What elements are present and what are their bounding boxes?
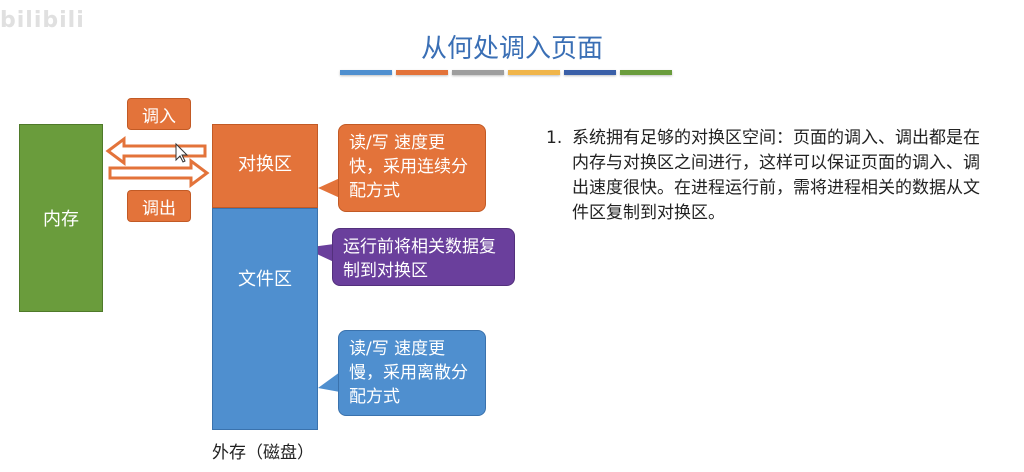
description-item: 1. 系统拥有足够的对换区空间：页面的调入、调出都是在内存与对换区之间进行，这样… bbox=[546, 126, 996, 226]
title-bar-segment bbox=[564, 70, 616, 75]
callout-fast-pointer bbox=[318, 178, 340, 198]
title-underline-bar bbox=[340, 70, 672, 75]
page-out-label: 调出 bbox=[127, 190, 191, 222]
swap-area-label: 对换区 bbox=[238, 154, 292, 175]
page-in-text: 调入 bbox=[142, 106, 176, 127]
title-bar-segment bbox=[508, 70, 560, 75]
page-out-text: 调出 bbox=[142, 198, 176, 219]
mouse-cursor-icon bbox=[175, 142, 189, 163]
title-bar-segment bbox=[620, 70, 672, 75]
page-in-arrow bbox=[105, 136, 207, 166]
title-bar-segment bbox=[452, 70, 504, 75]
description-text: 系统拥有足够的对换区空间：页面的调入、调出都是在内存与对换区之间进行，这样可以保… bbox=[572, 128, 980, 223]
callout-fast: 读/写 速度更快，采用连续分配方式 bbox=[338, 124, 486, 212]
file-area-block: 文件区 bbox=[212, 208, 318, 430]
memory-block: 内存 bbox=[19, 124, 103, 312]
title-bar-segment bbox=[340, 70, 392, 75]
callout-copy: 运行前将相关数据复制到对换区 bbox=[332, 228, 515, 286]
title-bar-segment bbox=[396, 70, 448, 75]
page-in-label: 调入 bbox=[127, 98, 191, 130]
disk-caption: 外存（磁盘） bbox=[212, 443, 314, 463]
swap-area-block: 对换区 bbox=[212, 124, 318, 208]
page-title: 从何处调入页面 bbox=[420, 34, 603, 64]
page-out-arrow bbox=[108, 158, 210, 188]
file-area-label: 文件区 bbox=[238, 269, 292, 290]
description-number: 1. bbox=[546, 128, 563, 148]
memory-label: 内存 bbox=[43, 209, 79, 230]
callout-slow: 读/写 速度更慢，采用离散分配方式 bbox=[338, 330, 486, 416]
callout-slow-pointer bbox=[318, 372, 340, 392]
watermark-logo: bilibili bbox=[0, 8, 85, 33]
